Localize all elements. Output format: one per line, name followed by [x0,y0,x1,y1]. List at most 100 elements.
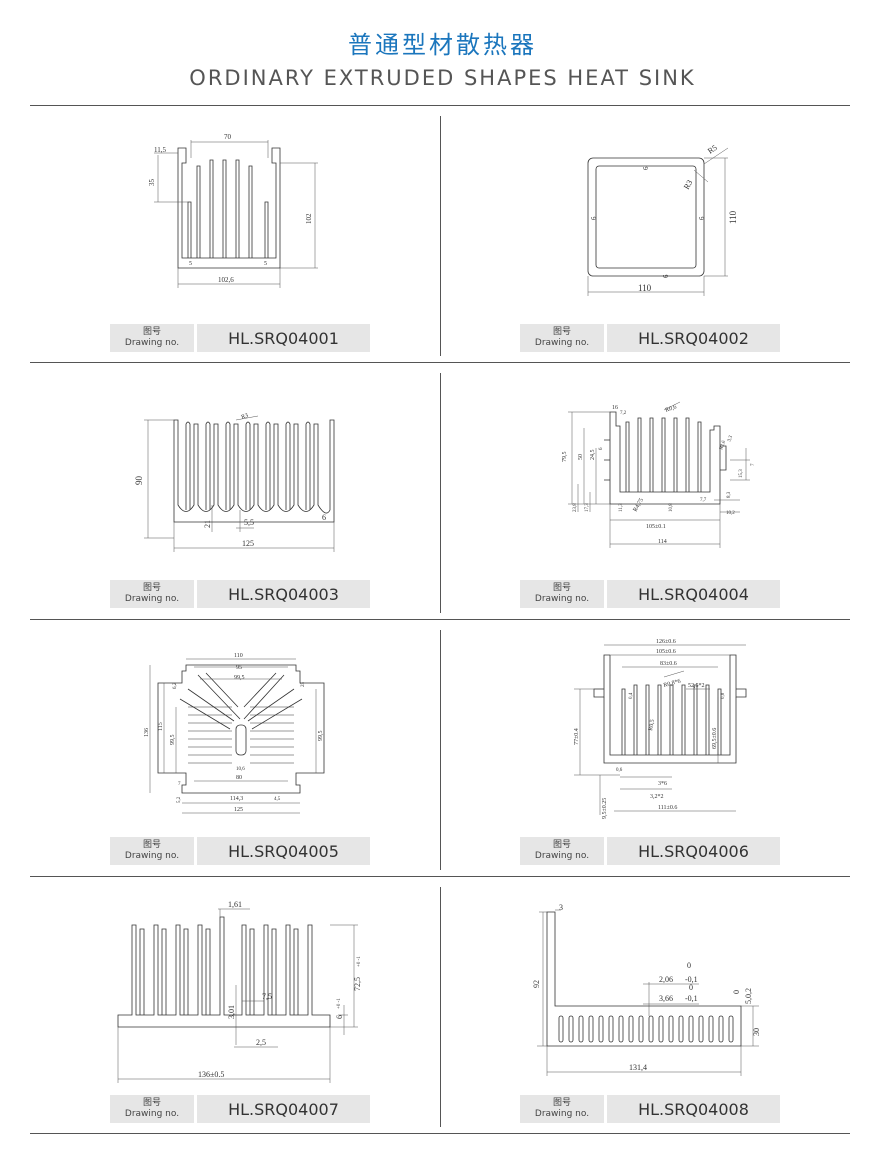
dim-label: 7 [751,463,756,466]
dim-label: 0,8 [721,692,726,699]
dim-label: 3,3 [727,435,734,443]
dim-label: 3,66 [659,994,673,1003]
dim-label: 92 [532,980,541,988]
dim-label: 114 [658,539,667,545]
dim-label: 3 [559,903,563,912]
dim-label: R4,75 [633,497,645,513]
dim-label: 111±0.6 [658,805,677,811]
dim-label: 9,5±0.25 [602,798,608,819]
dim-label: 5,2 [177,796,182,803]
drawing-number-label: 图号 Drawing no. HL.SRQ04001 [110,324,370,352]
divider [30,105,850,106]
caption-en: Drawing no. [124,851,180,861]
divider [440,373,441,613]
drawing-hl-srq04005: 110 95 99,5 136 115 99,5 99,5 6,2 10,6 5… [140,645,340,820]
caption-cn: 图号 [142,840,161,850]
page-title-cn: 普通型材散热器 [348,31,537,59]
dim-label: 131,4 [629,1063,647,1072]
dim-label: R0,8*6 [663,679,681,689]
dim-label: 99,5 [170,735,176,746]
dim-label: 125 [234,807,243,813]
dim-label: 7,7 [700,498,707,503]
drawing-number-code: HL.SRQ04008 [607,1095,780,1123]
dim-label: 15,3 [739,469,744,478]
drawing-hl-srq04002: R5 R3 6 6 6 6 110 110 [560,140,760,300]
dim-label: 6 [590,216,598,220]
dim-label: 95 [236,665,242,671]
drawing-number-code: HL.SRQ04002 [607,324,780,352]
drawing-number-label: 图号 Drawing no. HL.SRQ04007 [110,1095,370,1123]
dim-label: 6 [662,274,670,278]
dim-label: 5 [264,261,267,267]
dim-label: 5,0,2 [744,988,753,1004]
dim-label: 3*6 [658,781,667,787]
dim-label: 6 [698,216,706,220]
dim-label: 11,5 [154,146,166,154]
dim-label: 8,3 [727,491,732,498]
caption-cn: 图号 [142,327,161,337]
caption-en: Drawing no. [534,851,590,861]
drawing-hl-srq04006: 126±0.6 105±0.6 83±0.6 R0,8*6 52,5*2 0,4… [560,635,770,820]
drawing-hl-srq04007: 1,61 72,5 +0 -1 7,5 3,01 6 +0 -1 2,5 136… [110,895,370,1085]
dim-label: 50 [578,454,584,460]
dim-label: R0,5 [648,719,656,731]
dim-label: 7,5 [262,992,272,1001]
dim-label: 79,5 [562,452,568,463]
caption-en: Drawing no. [124,1109,180,1119]
dim-label: 69,5±0.6 [712,728,718,749]
dim-label: 10,2 [726,511,735,516]
dim-label: 70 [224,133,232,141]
dim-label: 0 [689,983,693,992]
dim-label: 125 [242,539,254,548]
dim-label: 0,4 [629,692,634,699]
caption-cn: 图号 [552,583,571,593]
dim-label: R5 [706,143,719,156]
drawing-number-caption: 图号 Drawing no. [520,324,604,352]
dim-label: 6 [322,513,326,522]
dim-label: 10,8 [669,503,674,512]
divider [440,630,441,870]
dim-label: 0,6 [616,768,623,773]
dim-label: R2,6 [719,439,727,450]
drawing-number-code: HL.SRQ04007 [197,1095,370,1123]
dim-label: 136 [144,728,150,737]
dim-label: 21 [203,520,212,528]
dim-label: 115 [158,722,164,731]
drawing-number-code: HL.SRQ04003 [197,580,370,608]
divider [30,1133,850,1134]
dim-label: +0 -1 [337,998,342,1009]
dim-label: 5 [189,261,192,267]
dim-label: R3 [241,413,250,421]
dim-label: 7 [178,782,181,787]
caption-cn: 图号 [142,583,161,593]
drawing-number-caption: 图号 Drawing no. [520,580,604,608]
caption-cn: 图号 [552,1098,571,1108]
divider [30,876,850,877]
dim-label: 3,01 [227,1005,236,1019]
dim-label: 6 [335,1015,344,1019]
divider [30,619,850,620]
drawing-hl-srq04003: R3 90 21 5,5 6 125 [130,410,350,560]
dim-label: 6 [599,447,604,450]
dim-label: 4,5 [274,797,281,802]
dim-label: 1,61 [228,900,242,909]
drawing-number-caption: 图号 Drawing no. [520,837,604,865]
dim-label: 80 [236,775,242,781]
dim-label: 30 [752,1028,761,1036]
drawing-number-label: 图号 Drawing no. HL.SRQ04006 [520,837,780,865]
dim-label: 52,5*2 [688,683,705,689]
drawing-hl-srq04001: 70 11,5 35 102 5 5 102,6 [140,128,340,293]
dim-label: -0,1 [685,994,698,1003]
caption-en: Drawing no. [534,338,590,348]
drawing-number-caption: 图号 Drawing no. [110,1095,194,1123]
caption-en: Drawing no. [534,1109,590,1119]
dim-label: 114,3 [230,796,243,802]
dim-label: 102,6 [218,276,234,284]
dim-label: 25 [301,682,306,688]
caption-cn: 图号 [142,1098,161,1108]
caption-cn: 图号 [552,327,571,337]
caption-en: Drawing no. [124,338,180,348]
dim-label: R3 [682,178,694,191]
dim-label: 126±0.6 [656,639,676,645]
dim-label: 110 [728,210,738,224]
